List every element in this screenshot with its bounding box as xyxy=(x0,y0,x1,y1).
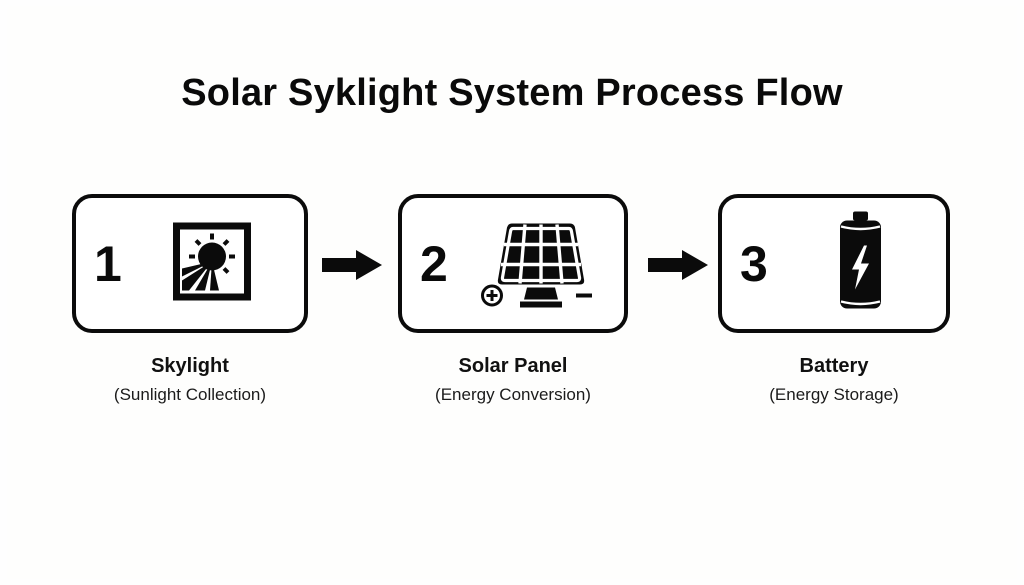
step-3-number: 3 xyxy=(740,235,768,292)
step-1-sublabel: (Sunlight Collection) xyxy=(113,385,267,404)
step-3-box[interactable]: 3 xyxy=(718,194,950,333)
process-step-3: 3 Battery (Energy Stor xyxy=(718,194,950,405)
panel-plus-mark xyxy=(481,284,503,306)
battery-bolt-icon xyxy=(828,209,892,318)
solar-panel-icon xyxy=(480,215,594,312)
step-1-number: 1 xyxy=(94,235,122,292)
process-step-2: 2 xyxy=(398,194,628,405)
skylight-sun-icon xyxy=(169,218,255,309)
step-3-sublabel: (Energy Storage) xyxy=(769,385,899,404)
diagram-title: Solar Syklight System Process Flow xyxy=(181,72,843,114)
step-3-label: Battery xyxy=(799,355,869,377)
arrow-step2-to-step3-icon xyxy=(648,248,710,287)
panel-minus-mark xyxy=(576,293,592,297)
arrow-step1-to-step2-icon xyxy=(322,248,384,287)
process-flow-row: 1 xyxy=(0,194,1024,409)
step-2-number: 2 xyxy=(420,235,448,292)
step-1-label: Skylight xyxy=(151,355,229,377)
step-2-sublabel: (Energy Conversion) xyxy=(435,385,591,404)
step-1-box[interactable]: 1 xyxy=(72,194,308,333)
step-2-box[interactable]: 2 xyxy=(398,194,628,333)
process-step-1: 1 xyxy=(72,194,308,405)
step-2-label: Solar Panel xyxy=(458,355,568,377)
